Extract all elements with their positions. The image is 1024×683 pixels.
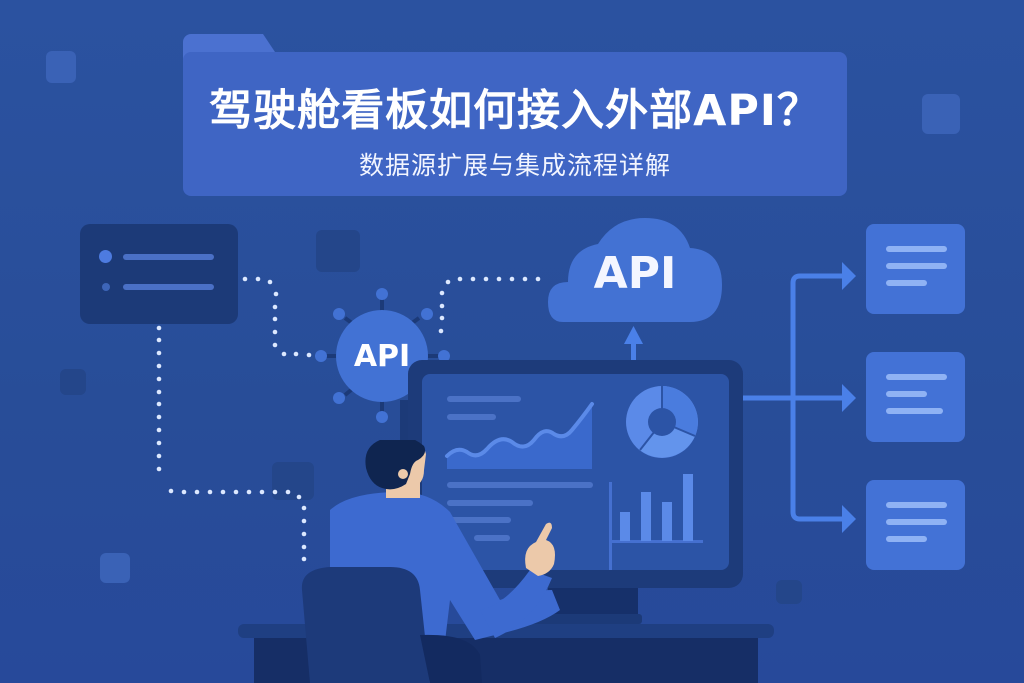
list-bullet-icon [99, 250, 112, 263]
branch-arrows-icon [740, 273, 853, 522]
donut-chart-icon [626, 386, 698, 458]
decor-square [776, 580, 802, 604]
chair-icon [301, 567, 482, 683]
output-document-card-2 [866, 352, 965, 442]
doc-line [886, 263, 947, 269]
output-document-card-1 [866, 224, 965, 314]
decor-square [60, 369, 86, 395]
page-title: 驾驶舱看板如何接入外部API？ [209, 86, 821, 136]
doc-line [886, 408, 943, 414]
doc-line [886, 391, 927, 397]
decor-square [272, 462, 314, 500]
cloud-api-label: API [593, 248, 677, 299]
monitor-stand-base [504, 614, 642, 624]
title-banner [183, 52, 847, 196]
cloud-icon [548, 218, 722, 322]
output-document-card-3 [866, 480, 965, 570]
decor-square [316, 230, 360, 272]
list-bullet-icon [102, 283, 110, 291]
doc-line [886, 280, 927, 286]
dotted-path-icon [156, 276, 541, 562]
monitor-stand [548, 588, 638, 616]
doc-line [886, 246, 947, 252]
data-source-card [80, 224, 238, 324]
doc-line [886, 519, 947, 525]
decor-square [922, 94, 960, 134]
doc-line [886, 536, 927, 542]
dashboard-widgets [445, 386, 703, 570]
area-chart-icon [445, 402, 594, 469]
doc-line [886, 374, 947, 380]
list-line [123, 284, 214, 290]
decor-square [46, 51, 76, 83]
bar-chart-icon [609, 474, 703, 570]
doc-line [886, 502, 947, 508]
decor-square [100, 553, 130, 583]
api-hub: API [336, 310, 428, 402]
list-line [123, 254, 214, 260]
page-subtitle: 数据源扩展与集成流程详解 [358, 151, 671, 180]
